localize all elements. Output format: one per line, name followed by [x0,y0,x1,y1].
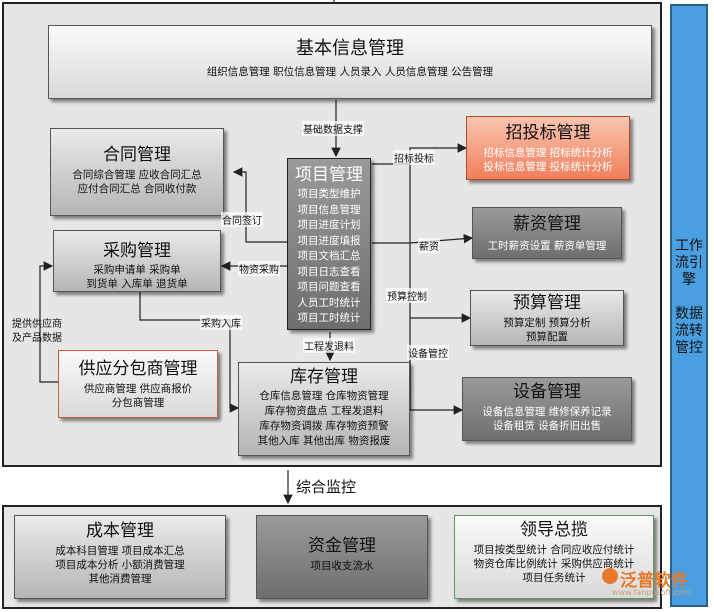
inventory-item-1: 仓库信息管理 仓库物资管理 [259,390,389,402]
fund-box[interactable]: 资金管理 项目收支流水 [256,515,428,599]
project-item-7: 项目问题查看 [297,281,361,293]
monitor-label: 综合监控 [296,478,357,496]
inventory-item-4: 其他入库 其他出库 物资报废 [257,435,391,447]
bidding-item-2: 投标信息管理 投标统计分析 [483,161,613,173]
equipment-item-2: 设备租赁 设备折旧出售 [492,420,602,432]
label-material-purchase: 物资采购 [238,261,280,276]
leader-item-3: 项目任务统计 [522,572,586,584]
workflow-line-3: 擎 [682,272,696,288]
inventory-box[interactable]: 库存管理 仓库信息管理 仓库物资管理 库存物资盘点 工程发退料 库存物资调拨 库… [238,362,410,456]
budget-item-1: 预算定制 预算分析 [503,317,591,329]
workflow-line-6: 流转 [675,323,703,339]
supplier-box[interactable]: 供应分包商管理 供应商管理 供应商报价 分包商管理 [58,350,218,418]
label-purchase-in: 采购入库 [200,315,242,330]
watermark: 泛普软件 www.fanpusoft.com [602,566,702,604]
project-item-2: 项目信息管理 [297,203,361,216]
project-item-6: 项目日志查看 [297,265,361,278]
contract-item-2: 应付合同汇总 合同收付款 [77,183,197,195]
purchase-title: 采购管理 [103,241,171,261]
label-salary: 薪资 [418,238,440,253]
project-item-3: 项目进度计划 [297,219,361,231]
cost-item-3: 其他消费管理 [88,573,152,585]
label-budget-control: 预算控制 [386,288,428,303]
supplier-title: 供应分包商管理 [78,359,198,379]
equipment-box[interactable]: 设备管理 设备信息管理 维修保养记录 设备租赁 设备折旧出售 [462,377,632,441]
project-item-1: 项目类型维护 [297,188,361,200]
workflow-engine-bar: 工作 流引 擎 数据 流转 管控 [670,4,708,607]
leader-title: 领导总揽 [520,520,588,540]
basic-info-title: 基本信息管理 [296,38,404,59]
workflow-line-7: 管控 [675,340,703,356]
project-item-9: 项目工时统计 [297,312,361,324]
inventory-title: 库存管理 [290,367,358,387]
bidding-item-1: 招标信息管理 招标统计分析 [483,147,613,159]
workflow-line-2: 流引 [675,255,703,271]
purchase-item-2: 到货单 入库单 退货单 [86,278,188,290]
project-title: 项目管理 [295,165,363,185]
purchase-box[interactable]: 采购管理 采购申请单 采购单 到货单 入库单 退货单 [53,230,221,292]
equipment-title: 设备管理 [513,382,581,402]
contract-item-1: 合同综合管理 应收合同汇总 [72,169,202,181]
purchase-item-1: 采购申请单 采购单 [93,264,181,276]
bidding-box[interactable]: 招投标管理 招标信息管理 招标统计分析 投标信息管理 投标统计分析 [466,116,630,180]
inventory-item-2: 库存物资盘点 工程发退料 [264,405,384,417]
budget-title: 预算管理 [513,293,581,313]
contract-box[interactable]: 合同管理 合同综合管理 应收合同汇总 应付合同汇总 合同收付款 [50,128,224,216]
watermark-logo-icon [602,568,618,584]
workflow-line-1: 工作 [675,238,703,254]
supplier-item-1: 供应商管理 供应商报价 [83,383,193,395]
basic-info-items: 组织信息管理 职位信息管理 人员录入 人员信息管理 公告管理 [206,66,494,78]
fund-item-1: 项目收支流水 [310,560,374,572]
budget-box[interactable]: 预算管理 预算定制 预算分析 预算配置 [470,290,624,346]
leader-box[interactable]: 领导总揽 项目按类型统计 合同应收应付统计 物资仓库比例统计 采购供应商统计 项… [454,515,654,599]
watermark-url: www.fanpusoft.com [612,588,691,597]
contract-title: 合同管理 [103,145,171,165]
salary-item-1: 工时薪资设置 薪资单管理 [487,240,607,252]
bidding-title: 招投标管理 [505,123,591,143]
leader-item-2: 物资仓库比例统计 采购供应商统计 [473,558,635,570]
label-bidding: 招标投标 [393,150,435,165]
label-supply-data-1: 提供供应商 [12,319,62,330]
inventory-item-3: 库存物资调拨 库存物资预警 [259,420,389,432]
cost-item-1: 成本科目管理 项目成本汇总 [55,545,185,557]
project-item-4: 项目进度填报 [297,234,361,247]
label-supply-data-2: 及产品数据 [12,333,62,344]
salary-title: 薪资管理 [513,214,581,234]
workflow-line-5: 数据 [675,306,703,322]
salary-box[interactable]: 薪资管理 工时薪资设置 薪资单管理 [472,207,622,259]
label-equipment-control: 设备管控 [407,345,449,360]
equipment-item-1: 设备信息管理 维修保养记录 [482,406,612,418]
label-contract-sign: 合同签订 [221,212,263,227]
label-basic-support: 基础数据支撑 [302,121,364,136]
project-box[interactable]: 项目管理 项目类型维护 项目信息管理 项目进度计划 项目进度填报 项目文档汇总 … [287,158,371,330]
basic-info-box[interactable]: 基本信息管理 组织信息管理 职位信息管理 人员录入 人员信息管理 公告管理 [48,25,652,99]
leader-item-1: 项目按类型统计 合同应收应付统计 [473,544,635,556]
watermark-text: 泛普软件 [620,571,688,591]
supplier-item-2: 分包商管理 [111,397,165,409]
fund-title: 资金管理 [308,536,376,556]
cost-title: 成本管理 [86,521,154,541]
budget-item-2: 预算配置 [526,331,568,343]
project-item-5: 项目文档汇总 [297,250,361,262]
cost-item-2: 项目成本分析 小额消费管理 [55,559,185,571]
label-issue-return: 工程发退料 [303,338,355,353]
project-item-8: 人员工时统计 [297,296,361,309]
cost-box[interactable]: 成本管理 成本科目管理 项目成本汇总 项目成本分析 小额消费管理 其他消费管理 [14,515,226,599]
